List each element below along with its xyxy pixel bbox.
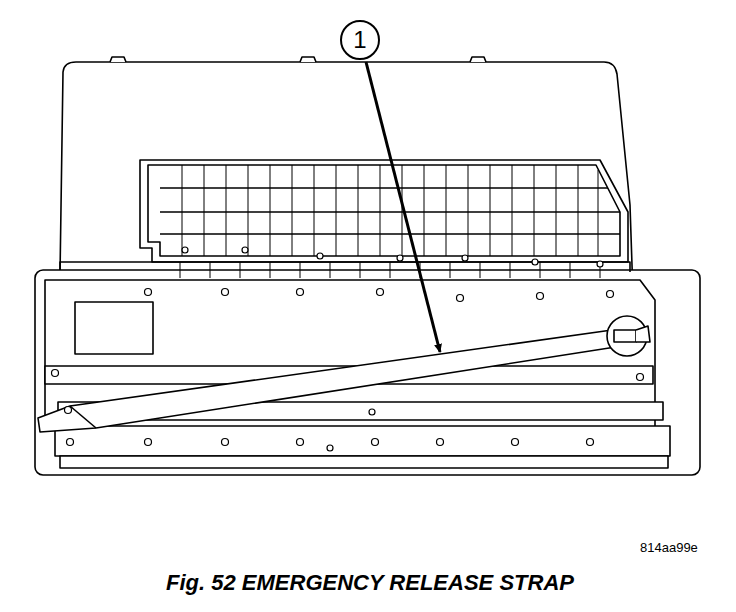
callout-circle: 1 bbox=[340, 20, 380, 60]
callout-number: 1 bbox=[353, 28, 366, 52]
leader-line bbox=[366, 62, 440, 352]
figure-caption: Fig. 52 EMERGENCY RELEASE STRAP bbox=[166, 570, 574, 596]
figure-code: 814aa99e bbox=[640, 540, 698, 555]
